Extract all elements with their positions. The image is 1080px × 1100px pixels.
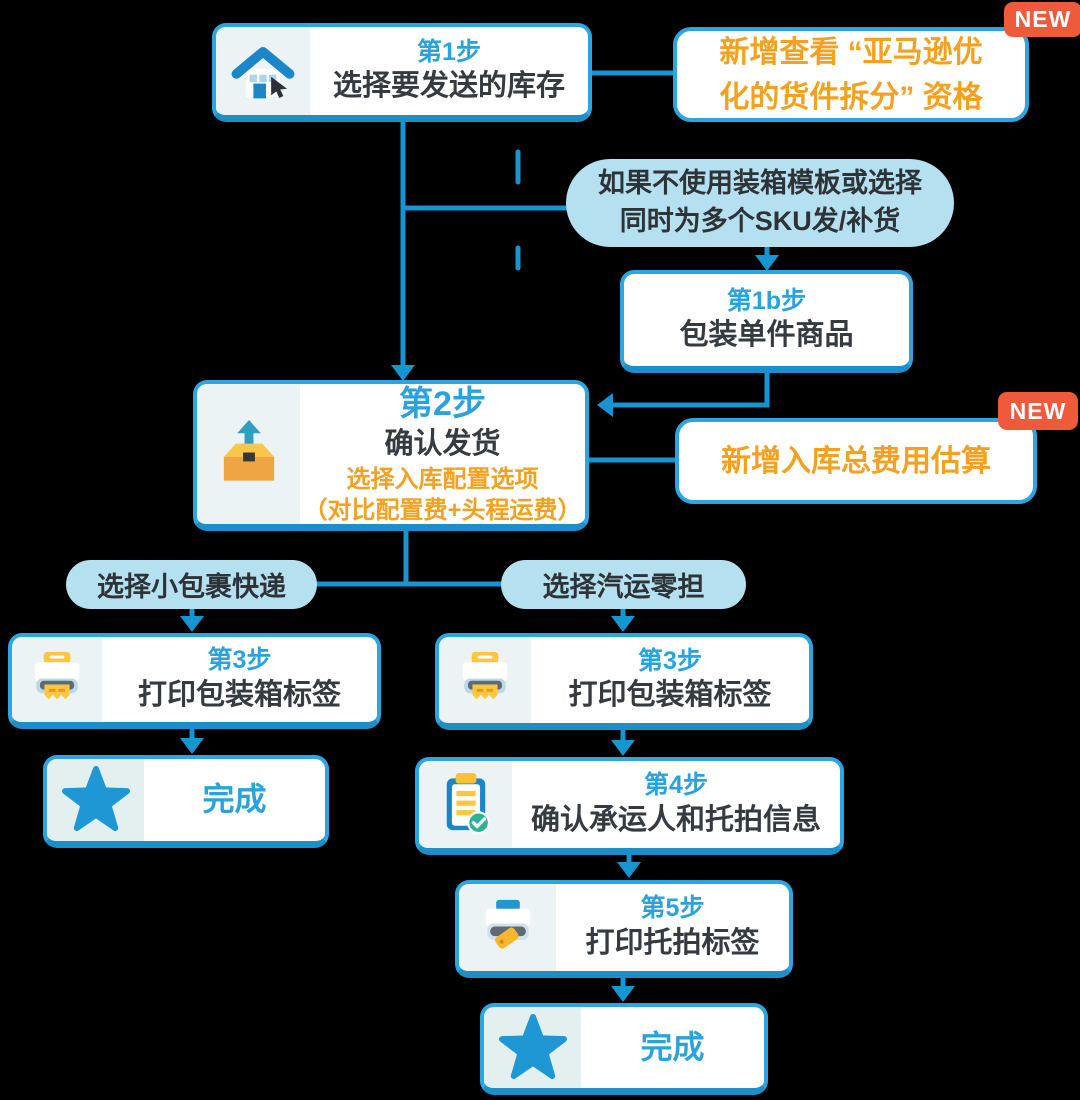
step-1-icon-panel [216,27,310,115]
branch-small-parcel-label: 选择小包裹快递 [97,572,286,602]
step-2-icon-panel [197,384,300,524]
done-left-label: 完成 [202,781,267,818]
new-badge: NEW [1004,2,1080,37]
node-step-4: 第4步 确认承运人和托拍信息 [415,757,844,855]
printer-icon [462,651,508,700]
step-3-left-label: 第3步 [207,646,272,675]
step-5-icon-panel [459,884,556,971]
note-2-text: 新增入库总费用估算 [721,444,991,478]
clipboard-check-icon [446,772,490,834]
step-4-icon-panel [419,761,512,848]
step-1b-label: 第1b步 [726,286,807,315]
note-inbound-fee-estimate: 新增入库总费用估算 [675,418,1037,504]
condition-line-2: 同时为多个SKU发/补货 [619,206,901,236]
node-step-3-left: 第3步 打印包装箱标签 [8,633,381,729]
step-2-subtitle-2: （对比配置费+头程运费） [303,496,582,524]
step-4-title: 确认承运人和托拍信息 [530,803,821,836]
node-step-1b: 第1b步 包装单件商品 [620,270,913,373]
step-2-label: 第2步 [399,384,486,423]
step-2-title: 确认发货 [384,428,501,461]
node-step-1: 第1步 选择要发送的库存 [212,23,592,122]
step-3-right-icon-panel [439,637,531,723]
branch-ltl-freight-label: 选择汽运零担 [542,572,705,602]
note-amazon-optimized-split: 新增查看 “亚马逊优 化的货件拆分” 资格 [673,27,1029,122]
done-right-icon-panel [484,1007,581,1088]
step-1-title: 选择要发送的库存 [332,70,565,103]
star-icon [498,1013,567,1079]
step-5-label: 第5步 [640,894,705,923]
node-done-left: 完成 [43,755,329,848]
printer-icon [34,651,80,699]
node-step-3-right: 第3步 打印包装箱标签 [435,633,813,730]
done-right-label: 完成 [640,1028,705,1065]
done-left-icon-panel [47,759,144,841]
step-1b-title: 包装单件商品 [679,319,854,352]
step-1-label: 第1步 [417,37,481,66]
condition-bubble: 如果不使用装箱模板或选择 同时为多个SKU发/补货 [566,159,954,247]
step-3-left-title: 打印包装箱标签 [137,678,341,711]
node-step-2: 第2步 确认发货 选择入库配置选项 （对比配置费+头程运费） [193,380,589,531]
step-3-left-icon-panel [12,637,102,722]
printer-tag-icon [485,899,530,949]
shipping-box-up-arrow-icon [223,419,274,481]
node-step-5: 第5步 打印托拍标签 [455,880,793,978]
step-3-right-title: 打印包装箱标签 [568,679,772,712]
step-2-subtitle-1: 选择入库配置选项 [346,465,539,493]
branch-ltl-freight: 选择汽运零担 [501,560,746,609]
new-badge-2: NEW [998,392,1078,430]
condition-line-1: 如果不使用装箱模板或选择 [598,168,922,199]
step-5-title: 打印托拍标签 [585,926,760,959]
note-1-line-1: 新增查看 “亚马逊优 [719,35,983,69]
note-1-line-2: 化的货件拆分” 资格 [719,80,983,114]
step-4-label: 第4步 [644,771,708,800]
cursor-icon [271,76,288,99]
step-3-right-label: 第3步 [638,646,702,675]
star-icon [61,765,130,832]
branch-small-parcel: 选择小包裹快递 [66,560,317,609]
house-with-cursor-icon [231,46,295,99]
node-done-right: 完成 [480,1003,768,1095]
